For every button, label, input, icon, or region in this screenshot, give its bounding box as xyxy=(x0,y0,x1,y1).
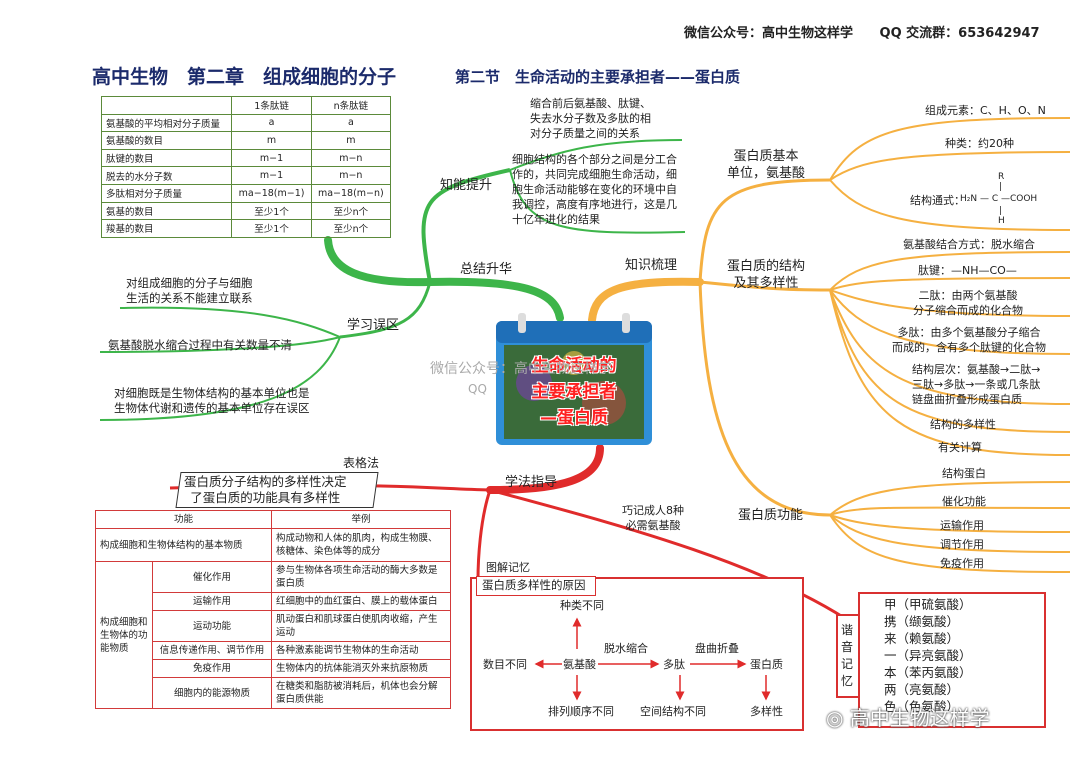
wechat-icon: ◎ xyxy=(826,706,844,730)
table-row: 构成细胞和生物体的功能物质 催化作用 参与生物体各项生命活动的酶大多数是蛋白质 xyxy=(95,561,451,709)
table-method-label: 表格法 xyxy=(343,456,380,470)
knowledge-unit-label: 蛋白质基本单位，氨基酸 xyxy=(727,149,806,181)
amino-acid-formula: R | H₂N — C —COOH | H xyxy=(960,172,1038,226)
knowledge-function-label: 蛋白质功能 xyxy=(738,508,804,523)
diagram-box xyxy=(470,577,804,731)
calendar-icon xyxy=(496,313,652,445)
table-row: 细胞内的能源物质在糖类和脂肪被消耗后，机体也会分解蛋白质供能 xyxy=(96,677,451,709)
center-title-line2: 主要承担者 xyxy=(531,382,617,402)
ability-note-relations: 缩合前后氨基酸、肽键、失去水分子数及多肽的相对分子质量之间的关系 xyxy=(530,97,651,140)
mnemonic-list: 甲（甲硫氨酸）携（缬氨酸）来（赖氨酸）一（异亮氨酸）本（苯丙氨酸）两（亮氨酸）色… xyxy=(884,597,972,714)
qq-group-label: QQ 交流群：653642947 xyxy=(879,26,1040,41)
diagram-node-protein: 蛋白质 xyxy=(750,658,783,671)
diagram-arrows xyxy=(534,617,771,701)
diagram-node-peptide: 多肽 xyxy=(663,658,685,671)
branch-line-summary xyxy=(324,236,564,322)
function-item: 免疫作用 xyxy=(940,557,984,570)
mistake-1: 对组成细胞的分子与细胞生活的关系不能建立联系 xyxy=(126,276,253,305)
unit-formula-label: 结构通式： xyxy=(910,194,965,207)
center-title-line3: —蛋白质 xyxy=(540,408,608,428)
structure-item: 二肽：由两个氨基酸分子缩合而成的化合物 xyxy=(913,289,1023,317)
header-contact: 微信公众号：高中生物这样学 QQ 交流群：653642947 xyxy=(684,22,1062,41)
table-row: 运动功能肌动蛋白和肌球蛋白使肌肉收缩，产生运动 xyxy=(96,610,451,642)
structure-item: 结构层次：氨基酸→二肽→三肽→多肽→一条或几条肽链盘曲折叠形成蛋白质 xyxy=(912,363,1041,406)
diagram-node-diversity: 多样性 xyxy=(750,705,783,718)
unit-types: 种类：约20种 xyxy=(945,137,1014,150)
structure-item: 多肽：由多个氨基酸分子缩合而成的，含有多个肽键的化合物 xyxy=(892,326,1046,354)
unit-elements: 组成元素：C、H、O、N xyxy=(925,104,1046,117)
page-title: 高中生物 第二章 组成细胞的分子 xyxy=(92,66,397,88)
branch-line-knowledge xyxy=(588,277,704,324)
footer-watermark: ◎ 高中生物这样学 xyxy=(826,706,990,730)
function-item: 运输作用 xyxy=(940,519,984,532)
table-row: 免疫作用生物体内的抗体能消灭外来抗原物质 xyxy=(96,659,451,678)
mnemonic-tag-text: 谐音记忆 xyxy=(841,623,854,688)
ability-note-cell: 细胞结构的各个部分之间是分工合作的，共同完成细胞生命活动，细胞生命活动能够在变化… xyxy=(512,153,677,226)
mnemonic-box xyxy=(858,592,1046,728)
watermark-center: 微信公众号：高中生物这样学 xyxy=(430,361,612,377)
section-title: 第二节 生命活动的主要承担者——蛋白质 xyxy=(455,68,741,86)
mistake-3: 对细胞既是生物体结构的基本单位也是生物体代谢和遗传的基本单位存在误区 xyxy=(114,386,310,415)
diagram-method-label: 图解记忆 xyxy=(486,561,530,574)
table-header-row: 功能 举例 xyxy=(95,510,451,529)
branch-knowledge: 知识梳理 xyxy=(625,258,678,273)
mistake-2: 氨基酸脱水缩合过程中有关数量不清 xyxy=(108,338,292,352)
protein-function-table: 功能 举例 构成细胞和生物体结构的基本物质 构成动物和人体的肌肉，构成生物膜、核… xyxy=(95,510,451,709)
diagram-node-aa: 氨基酸 xyxy=(563,658,596,671)
diagram-node-order: 排列顺序不同 xyxy=(548,705,614,718)
diagram-title: 蛋白质多样性的原因 xyxy=(482,578,586,592)
table-row: 羧基的数目至少1个至少n个 xyxy=(100,219,392,238)
center-title-line1: 生命活动的 xyxy=(531,356,617,376)
diagram-node-condense: 脱水缩合 xyxy=(604,642,648,655)
branch-method: 学法指导 xyxy=(505,475,558,490)
watermark-center-qq: QQ xyxy=(468,382,487,396)
knowledge-structure-label: 蛋白质的结构及其多样性 xyxy=(727,259,806,291)
wechat-label: 微信公众号：高中生物这样学 xyxy=(684,26,854,41)
structure-item: 有关计算 xyxy=(938,441,982,454)
table-method-title: 蛋白质分子结构的多样性决定了蛋白质的功能具有多样性 xyxy=(184,474,347,505)
center-topic-card: 生命活动的 主要承担者 —蛋白质 xyxy=(494,313,654,447)
table-row: 运输作用红细胞中的血红蛋白、膜上的载体蛋白 xyxy=(96,592,451,611)
function-item: 结构蛋白 xyxy=(942,467,986,480)
function-item: 催化功能 xyxy=(942,495,986,508)
diagram-node-space: 空间结构不同 xyxy=(640,705,706,718)
diagram-node-types: 种类不同 xyxy=(560,599,604,612)
branch-ability: 知能提升 xyxy=(440,178,493,193)
structure-item: 氨基酸结合方式：脱水缩合 xyxy=(903,238,1035,251)
structure-item: 肽键：—NH—CO— xyxy=(918,264,1017,277)
branch-mistakes: 学习误区 xyxy=(347,318,400,333)
table-row: 构成细胞和生物体结构的基本物质 构成动物和人体的肌肉，构成生物膜、核糖体、染色体… xyxy=(95,528,451,562)
diagram-node-number: 数目不同 xyxy=(483,658,527,671)
structure-item: 结构的多样性 xyxy=(930,418,996,431)
table-row: 氨基的数目至少1个至少n个 xyxy=(100,201,392,221)
diagram-node-fold: 盘曲折叠 xyxy=(695,642,739,655)
function-item: 调节作用 xyxy=(940,538,984,551)
branch-line-method xyxy=(486,444,604,494)
mnemonic-label: 巧记成人8种必需氨基酸 xyxy=(622,504,684,532)
branch-summary: 总结升华 xyxy=(460,262,513,277)
